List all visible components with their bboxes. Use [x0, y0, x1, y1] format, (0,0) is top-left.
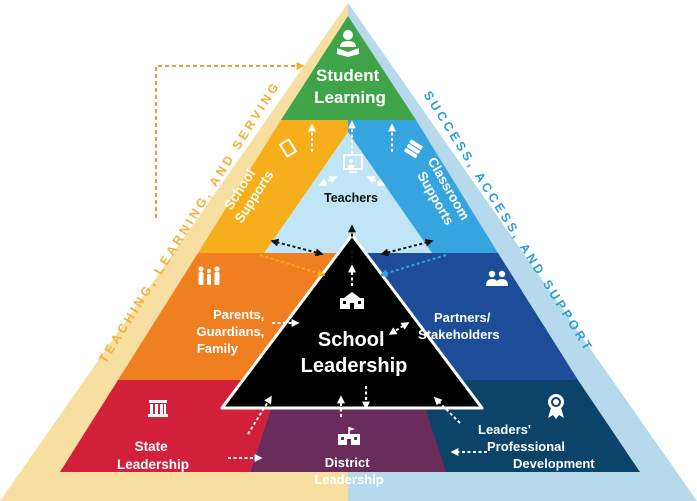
- feedback-loop-arrow: [155, 62, 305, 218]
- book-icon: [279, 138, 297, 158]
- teachers-label: Teachers: [324, 191, 378, 205]
- student-reading-icon: [337, 30, 359, 57]
- arrow-state-to-leadership: [247, 395, 272, 435]
- connector-arrows: [228, 120, 487, 462]
- district-leadership-label: District Leadership: [314, 455, 383, 487]
- teachers-tier: [264, 132, 432, 253]
- school-leadership-tier: [220, 233, 484, 410]
- family-icon: [198, 266, 220, 285]
- books-stack-icon: [404, 139, 423, 159]
- parents-label: Parents, Guardians, Family: [196, 307, 268, 356]
- handshake-icon: [486, 270, 508, 286]
- arrow-teachers-school-supports: [318, 176, 338, 186]
- arrow-school-supports-to-leadership: [259, 254, 326, 277]
- arrow-classroom-supports-to-leadership: [379, 254, 447, 277]
- capitol-building-icon: [148, 400, 168, 417]
- school-building-icon: [340, 292, 364, 309]
- student-learning-label: Student Learning: [314, 66, 386, 107]
- arrow-teachers-classroom-supports: [366, 176, 386, 186]
- partners-label: Partners/ Stakeholders: [418, 310, 500, 342]
- award-ribbon-icon: [548, 394, 564, 419]
- school-leadership-label: School Leadership: [301, 329, 408, 377]
- arrow-pd-to-leadership: [433, 396, 461, 424]
- student-learning-tier: [281, 16, 416, 120]
- state-leadership-label: State Leadership: [117, 439, 189, 472]
- district-building-icon: [338, 427, 360, 445]
- leaders-pd-label: Leaders' Professional Development: [478, 422, 595, 471]
- whiteboard-teacher-icon: [343, 154, 363, 173]
- arrow-partners-to-leadership: [388, 322, 410, 335]
